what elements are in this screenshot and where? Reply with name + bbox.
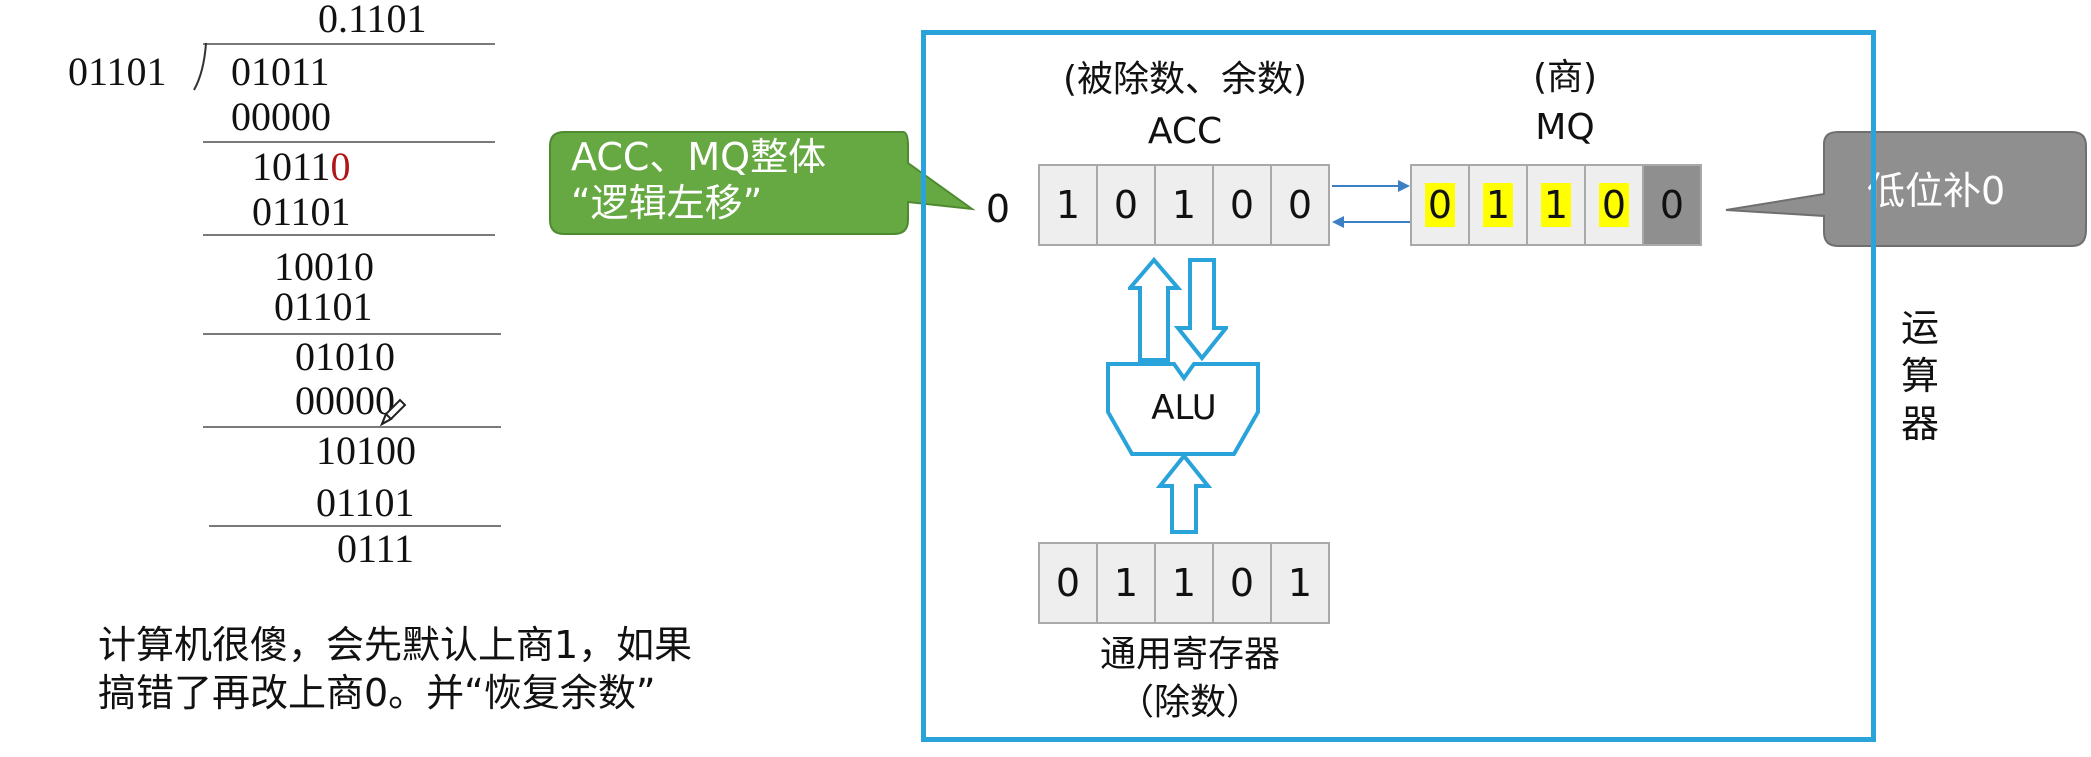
pen-cursor-icon <box>380 398 407 427</box>
division-line <box>203 333 501 335</box>
general-register-bit: 0 <box>1038 542 1098 624</box>
step-9: 01101 <box>316 480 415 525</box>
step-7: 00000 <box>295 378 395 423</box>
register-alu-arrow <box>1156 452 1212 534</box>
acc-bit: 1 <box>1038 164 1098 246</box>
division-line <box>203 426 501 428</box>
acc-caption: (被除数、余数) <box>1062 59 1308 100</box>
mq-register: 0 1 1 0 0 <box>1410 164 1702 246</box>
low-bit-callout-text: 低位补0 <box>1867 169 2006 213</box>
general-register-caption: （除数） <box>1117 682 1262 723</box>
note-line-2: 搞错了再改上商0。并“恢复余数” <box>98 671 656 715</box>
arithmetic-unit-frame <box>921 30 1876 742</box>
acc-register: 1 0 1 0 0 <box>1038 164 1330 246</box>
step-2: 10110 <box>252 144 351 189</box>
dividend: 01011 <box>231 49 330 94</box>
general-register-bit: 1 <box>1270 542 1330 624</box>
step-8: 10100 <box>316 428 416 473</box>
shift-callout-bubble <box>549 131 976 235</box>
shift-callout-line-1: ACC、MQ整体 <box>571 135 827 179</box>
mq-bit: 0 <box>1410 164 1470 246</box>
acc-bit: 0 <box>1212 164 1272 246</box>
acc-bit: 1 <box>1154 164 1214 246</box>
acc-shift-out-bit: 0 <box>985 187 1011 231</box>
general-register-bit: 1 <box>1096 542 1156 624</box>
general-register-name: 通用寄存器 <box>1099 634 1280 675</box>
mq-caption: (商) <box>1532 57 1598 98</box>
step-5: 01101 <box>274 284 373 329</box>
step-3: 01101 <box>252 189 351 234</box>
shift-callout-line-2: “逻辑左移” <box>571 181 763 225</box>
acc-bit: 0 <box>1096 164 1156 246</box>
alu-block <box>1106 362 1260 456</box>
note-line-1: 计算机很傻，会先默认上商1，如果 <box>98 623 693 667</box>
division-bar <box>203 43 495 45</box>
acc-alu-arrows <box>1128 256 1228 362</box>
general-register-bit: 0 <box>1212 542 1272 624</box>
step-4: 10010 <box>274 244 374 289</box>
step-1: 00000 <box>231 94 331 139</box>
acc-name: ACC <box>1147 111 1223 152</box>
acc-bit: 0 <box>1270 164 1330 246</box>
mq-name: MQ <box>1535 107 1595 148</box>
general-register: 0 1 1 0 1 <box>1038 542 1330 624</box>
mq-bit: 1 <box>1526 164 1586 246</box>
low-bit-callout-bubble <box>1725 131 2087 247</box>
division-line <box>209 525 501 527</box>
divisor: 01101 <box>68 49 167 94</box>
remainder: 0111 <box>337 526 415 571</box>
arithmetic-unit-label: 运 算 器 <box>1900 306 1939 446</box>
division-line <box>203 234 495 236</box>
mq-bit: 1 <box>1468 164 1528 246</box>
quotient: 0.1101 <box>318 0 427 41</box>
step-6: 01010 <box>295 334 395 379</box>
division-bracket <box>193 42 207 91</box>
general-register-bit: 1 <box>1154 542 1214 624</box>
mq-low-bit: 0 <box>1642 164 1702 246</box>
mq-bit: 0 <box>1584 164 1644 246</box>
division-line <box>203 141 495 143</box>
acc-mq-link-arrows <box>1332 180 1410 228</box>
alu-label: ALU <box>1151 388 1217 428</box>
